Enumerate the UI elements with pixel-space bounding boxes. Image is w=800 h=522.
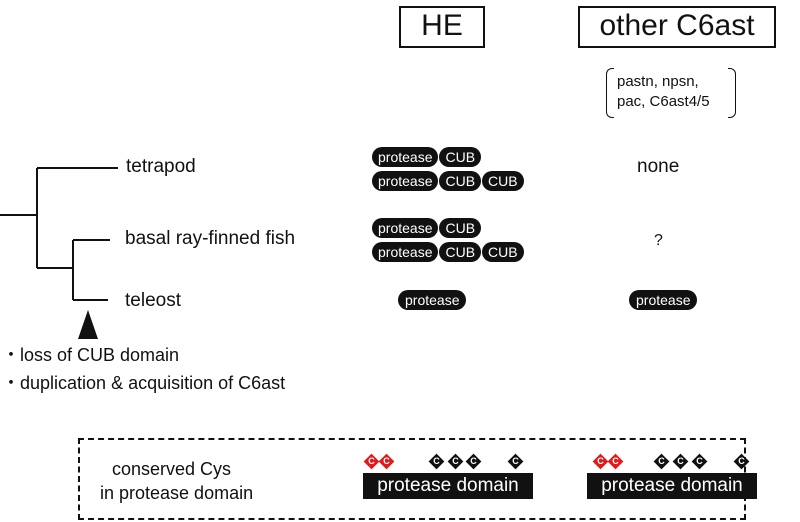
header-he: HE — [399, 6, 485, 48]
protease-domain: protease — [372, 218, 439, 238]
cys-letter: C — [383, 456, 390, 466]
he-basal-row2: protease CUB CUB — [372, 242, 524, 262]
cub-domain: CUB — [482, 171, 524, 191]
cub-domain: CUB — [439, 147, 482, 167]
he-tetrapod-row2: protease CUB CUB — [372, 171, 524, 191]
cys-letter: C — [696, 456, 703, 466]
cys-letter: C — [470, 456, 477, 466]
cys-letter: C — [677, 456, 684, 466]
other-teleost-row: protease — [629, 290, 698, 310]
taxon-tetrapod: tetrapod — [126, 156, 196, 177]
cys-letter: C — [612, 456, 619, 466]
taxon-basal-ray-finned-fish: basal ray-finned fish — [125, 228, 296, 249]
protease-domain: protease — [629, 290, 698, 310]
header-other-c6ast: other C6ast — [578, 6, 776, 48]
taxon-teleost: teleost — [125, 290, 181, 311]
other-basal-result: ? — [654, 232, 663, 249]
cys-letter: C — [658, 456, 665, 466]
cub-domain: CUB — [439, 171, 482, 191]
he-tetrapod-row1: protease CUB — [372, 147, 482, 167]
he-teleost-row: protease — [398, 290, 467, 310]
event-duplication: ・duplication & acquisition of C6ast — [2, 373, 286, 393]
cub-domain: CUB — [439, 242, 482, 262]
event-loss-cub: ・loss of CUB domain — [2, 345, 180, 365]
protease-domain: protease — [398, 290, 467, 310]
left-bracket — [606, 68, 614, 118]
cys-letter: C — [452, 456, 459, 466]
cys-letter: C — [368, 456, 375, 466]
other-tetrapod-result: none — [637, 156, 680, 177]
cub-domain: CUB — [439, 218, 482, 238]
he-protease-domain-bar: protease domain — [363, 473, 533, 499]
event-arrowhead — [78, 310, 98, 339]
other-protease-domain-bar: protease domain — [587, 473, 757, 499]
conserved-cys-label-line1: conserved Cys — [112, 459, 232, 479]
protease-domain: protease — [372, 171, 439, 191]
other-c6ast-list-line2: pac, C6ast4/5 — [617, 93, 710, 110]
protease-domain: protease — [372, 242, 439, 262]
cub-domain: CUB — [482, 242, 524, 262]
cys-letter: C — [738, 456, 745, 466]
protease-domain: protease — [372, 147, 439, 167]
cys-letter: C — [433, 456, 440, 466]
he-basal-row1: protease CUB — [372, 218, 482, 238]
cys-letter: C — [597, 456, 604, 466]
cys-letter: C — [512, 456, 519, 466]
conserved-cys-label-line2: in protease domain — [100, 483, 254, 503]
other-c6ast-list-line1: pastn, npsn, — [617, 73, 699, 90]
right-bracket — [728, 68, 736, 118]
